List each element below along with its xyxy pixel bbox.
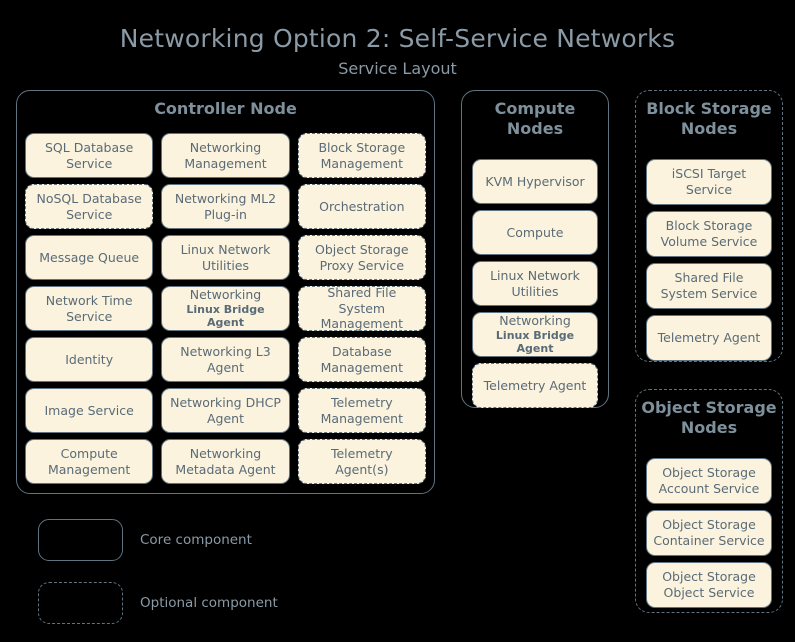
service-label: Identity: [65, 351, 114, 367]
controller-service-box[interactable]: Block Storage Management: [297, 133, 426, 178]
compute-nodes-title: Compute Nodes: [494, 99, 576, 138]
service-label: Block Storage Management: [318, 139, 406, 171]
controller-service-box[interactable]: Identity: [25, 337, 154, 382]
service-label: Telemetry Agent: [483, 377, 587, 393]
service-label: Networking Metadata Agent: [175, 445, 276, 477]
controller-service-box[interactable]: Linux Network Utilities: [161, 235, 290, 280]
page-subtitle: Service Layout: [338, 59, 457, 78]
service-label: Linux Network Utilities: [490, 267, 580, 299]
controller-service-box[interactable]: Database Management: [297, 337, 426, 382]
legend-core-component: Core component: [38, 519, 252, 561]
service-label: Linux Network Utilities: [180, 241, 271, 273]
compute-service-box[interactable]: Compute: [472, 210, 598, 255]
service-label: Telemetry Management: [320, 394, 403, 426]
controller-service-box[interactable]: Telemetry Agent(s): [297, 439, 426, 484]
service-sublabel: Linux Bridge Agent: [186, 302, 265, 330]
service-label: Object Storage Container Service: [653, 517, 765, 548]
controller-service-box[interactable]: Message Queue: [25, 235, 154, 280]
block-storage-nodes-title: Block Storage Nodes: [646, 99, 772, 138]
controller-service-box[interactable]: SQL Database Service: [25, 133, 154, 178]
controller-service-box[interactable]: Networking Metadata Agent: [161, 439, 290, 484]
service-label: Telemetry Agent(s): [330, 445, 393, 477]
service-label: Compute: [506, 224, 564, 240]
service-label: Networking: [189, 286, 262, 302]
controller-service-box[interactable]: Networking DHCP Agent: [161, 388, 290, 433]
service-label: Block Storage Volume Service: [660, 218, 758, 249]
service-label: Networking Management: [184, 139, 267, 171]
service-label: KVM Hypervisor: [485, 173, 585, 189]
service-label: Compute Management: [47, 445, 131, 477]
service-label: Network Time Service: [45, 292, 133, 324]
object-storage-service-box[interactable]: Object Storage Container Service: [646, 510, 772, 556]
service-label: Networking: [499, 312, 571, 328]
legend-optional-component: Optional component: [38, 582, 278, 624]
object-storage-nodes-title: Object Storage Nodes: [641, 398, 777, 437]
block-storage-service-box[interactable]: iSCSI Target Service: [646, 159, 772, 205]
controller-service-box[interactable]: Network Time Service: [25, 286, 154, 331]
compute-service-box[interactable]: Linux Network Utilities: [472, 261, 598, 306]
legend-swatch-core: [38, 519, 123, 561]
service-label: Object Storage Object Service: [662, 569, 756, 600]
block-storage-nodes-group: Block Storage Nodes iSCSI Target Service…: [635, 90, 783, 362]
controller-service-box[interactable]: Telemetry Management: [297, 388, 426, 433]
legend-swatch-optional: [38, 582, 123, 624]
service-label: SQL Database Service: [44, 139, 134, 171]
service-label: Shared File System Management: [320, 285, 403, 332]
service-label: Image Service: [44, 402, 134, 418]
controller-service-box[interactable]: Object Storage Proxy Service: [297, 235, 426, 280]
controller-service-box[interactable]: Compute Management: [25, 439, 154, 484]
service-label: iSCSI Target Service: [671, 166, 747, 197]
controller-service-box[interactable]: Networking L3 Agent: [161, 337, 290, 382]
object-storage-nodes-group: Object Storage Nodes Object Storage Acco…: [635, 389, 783, 613]
compute-service-box[interactable]: Telemetry Agent: [472, 363, 598, 408]
controller-service-box[interactable]: Image Service: [25, 388, 154, 433]
controller-service-box[interactable]: Networking Management: [161, 133, 290, 178]
controller-service-box[interactable]: NoSQL Database Service: [25, 184, 154, 229]
controller-node-title: Controller Node: [154, 99, 297, 118]
legend-label-optional: Optional component: [140, 595, 278, 611]
service-label: Object Storage Account Service: [658, 465, 760, 496]
service-label: Orchestration: [319, 198, 405, 214]
service-label: Database Management: [320, 343, 403, 375]
service-label: Object Storage Proxy Service: [315, 241, 409, 273]
controller-service-box[interactable]: Networking ML2 Plug-in: [161, 184, 290, 229]
object-storage-service-box[interactable]: Object Storage Object Service: [646, 562, 772, 608]
controller-service-box[interactable]: Shared File System Management: [297, 285, 426, 332]
controller-service-grid: SQL Database Service Networking Managemen…: [25, 133, 426, 484]
block-storage-service-box[interactable]: Telemetry Agent: [646, 315, 772, 361]
service-label: Networking ML2 Plug-in: [174, 190, 277, 222]
legend-label-core: Core component: [140, 532, 252, 548]
compute-service-box[interactable]: KVM Hypervisor: [472, 159, 598, 204]
service-label: NoSQL Database Service: [36, 190, 142, 222]
block-storage-service-box[interactable]: Shared File System Service: [646, 263, 772, 309]
controller-service-box[interactable]: Orchestration: [297, 184, 426, 229]
service-label: Message Queue: [39, 249, 140, 265]
object-storage-service-box[interactable]: Object Storage Account Service: [646, 458, 772, 504]
page-title: Networking Option 2: Self-Service Networ…: [119, 24, 676, 53]
block-storage-service-box[interactable]: Block Storage Volume Service: [646, 211, 772, 257]
service-label: Networking L3 Agent: [180, 343, 271, 375]
service-label: Shared File System Service: [660, 270, 758, 301]
service-sublabel: Linux Bridge Agent: [495, 328, 575, 356]
service-label: Telemetry Agent: [657, 330, 761, 346]
service-label: Networking DHCP Agent: [170, 394, 281, 426]
